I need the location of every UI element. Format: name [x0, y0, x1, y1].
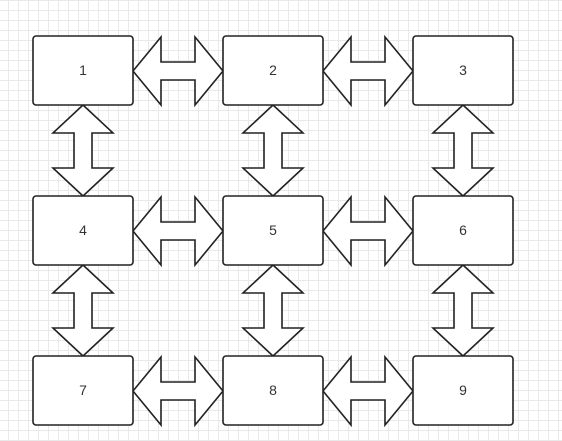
node-2[interactable]: 2	[222, 35, 324, 106]
double-arrow-7-8	[131, 354, 225, 428]
double-arrow-6-9	[430, 263, 496, 358]
double-arrow-shape	[321, 34, 415, 108]
node-7[interactable]: 7	[32, 355, 134, 426]
double-arrow-3-6	[430, 103, 496, 198]
double-arrow-1-2	[131, 34, 225, 108]
node-3[interactable]: 3	[412, 35, 514, 106]
node-box[interactable]	[222, 195, 324, 266]
double-arrow-2-5	[240, 103, 306, 198]
node-box[interactable]	[222, 35, 324, 106]
double-arrow-shape	[50, 103, 116, 198]
double-arrow-4-7	[50, 263, 116, 358]
node-label: 8	[269, 382, 277, 398]
node-box[interactable]	[412, 355, 514, 426]
double-arrow-shape	[240, 263, 306, 358]
node-box[interactable]	[32, 35, 134, 106]
node-label: 5	[269, 222, 277, 238]
double-arrow-5-6	[321, 194, 415, 268]
node-box[interactable]	[222, 355, 324, 426]
node-label: 3	[459, 62, 467, 78]
double-arrow-shape	[321, 354, 415, 428]
double-arrow-shape	[240, 103, 306, 198]
double-arrow-shape	[131, 354, 225, 428]
double-arrow-2-3	[321, 34, 415, 108]
double-arrow-8-9	[321, 354, 415, 428]
double-arrow-shape	[430, 103, 496, 198]
double-arrow-shape	[321, 194, 415, 268]
node-label: 4	[79, 222, 87, 238]
node-box[interactable]	[412, 195, 514, 266]
node-5[interactable]: 5	[222, 195, 324, 266]
double-arrow-shape	[430, 263, 496, 358]
node-box[interactable]	[412, 35, 514, 106]
double-arrow-5-8	[240, 263, 306, 358]
node-label: 2	[269, 62, 277, 78]
node-4[interactable]: 4	[32, 195, 134, 266]
node-label: 1	[79, 62, 87, 78]
double-arrow-shape	[131, 194, 225, 268]
node-label: 7	[79, 382, 87, 398]
node-1[interactable]: 1	[32, 35, 134, 106]
node-box[interactable]	[32, 355, 134, 426]
double-arrow-4-5	[131, 194, 225, 268]
node-8[interactable]: 8	[222, 355, 324, 426]
node-label: 6	[459, 222, 467, 238]
node-box[interactable]	[32, 195, 134, 266]
node-label: 9	[459, 382, 467, 398]
node-6[interactable]: 6	[412, 195, 514, 266]
double-arrow-shape	[131, 34, 225, 108]
double-arrow-1-4	[50, 103, 116, 198]
double-arrow-shape	[50, 263, 116, 358]
node-9[interactable]: 9	[412, 355, 514, 426]
